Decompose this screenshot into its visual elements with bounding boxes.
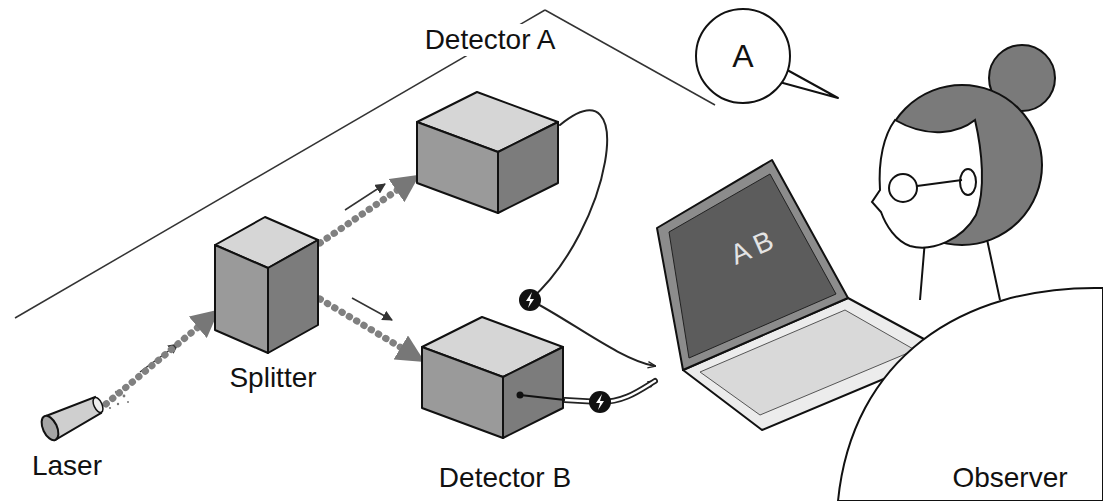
signal-icon: [519, 289, 541, 311]
laser-beam: [106, 313, 215, 404]
connector-line: [320, 299, 420, 359]
node-label: Laser: [32, 450, 102, 482]
laser-shape: [38, 393, 106, 448]
node-label: Observer: [952, 462, 1067, 494]
node-label: Detector A: [421, 24, 560, 56]
speech-bubble: A: [695, 8, 791, 104]
node-label: Detector B: [439, 462, 571, 494]
laser: Laser: [38, 393, 106, 448]
observer-figure-shape: [835, 30, 1103, 501]
table-edge: [545, 10, 715, 105]
detector-box-shape: [415, 90, 560, 215]
connector-line: [320, 178, 415, 243]
detector-box-shape: [420, 315, 565, 440]
connector-line: [106, 313, 215, 404]
node-label: Splitter: [229, 362, 316, 394]
detector-box: Detector A: [415, 90, 560, 215]
observer-figure: Observer: [835, 30, 1103, 501]
node-label: A: [732, 38, 753, 74]
detector-box: Detector B: [420, 315, 565, 440]
splitter-cube: Splitter: [215, 215, 320, 355]
laser-beam: [320, 178, 415, 243]
splitter-cube-shape: [215, 215, 320, 355]
signal-icon: [589, 391, 611, 413]
laser-beam: [320, 299, 420, 359]
